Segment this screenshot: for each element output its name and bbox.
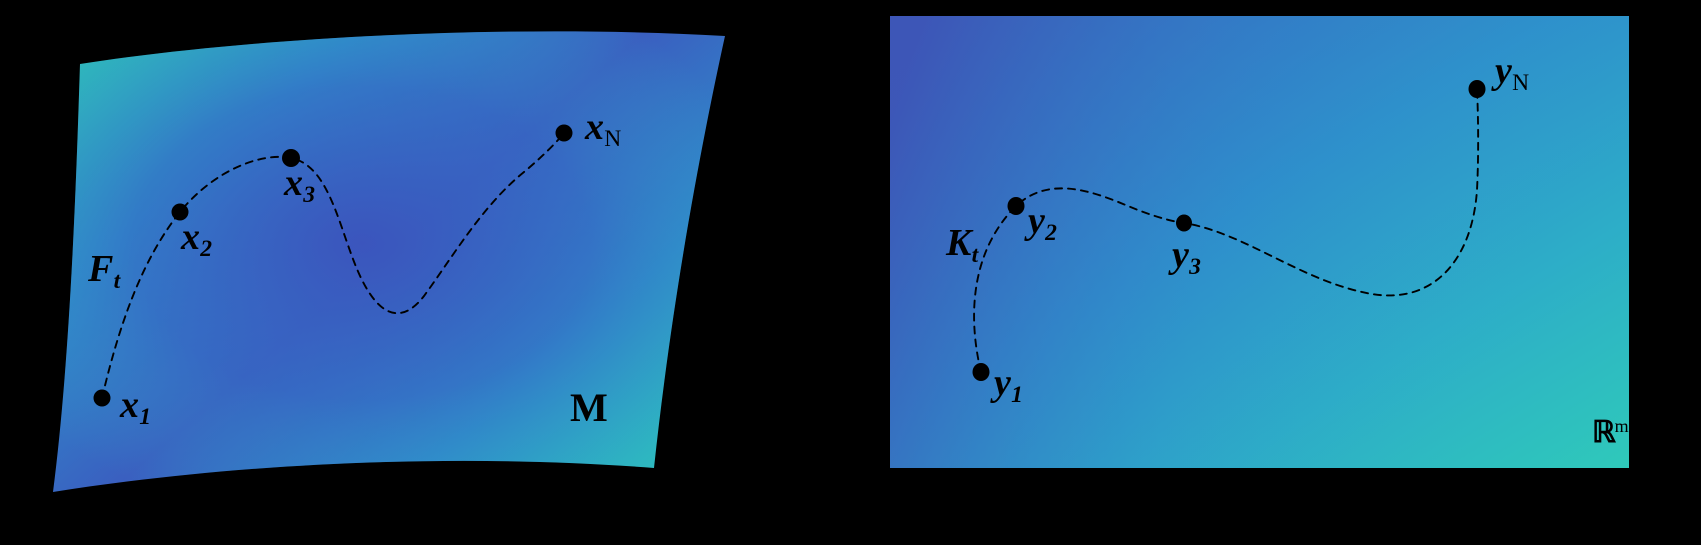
label-yN-subscript: N xyxy=(1512,70,1530,97)
euclidean-trajectory-curve xyxy=(973,88,1480,373)
label-y3-subscript: 3 xyxy=(1189,254,1201,281)
label-y1: y1 xyxy=(994,362,1023,407)
label-x3-subscript: 3 xyxy=(303,182,316,209)
point-marker-yN xyxy=(1468,80,1486,98)
euclidean-point-markers xyxy=(972,80,1486,381)
label-x1-subscript: 1 xyxy=(139,404,152,431)
label-x3-base: x xyxy=(284,162,303,204)
label-x2-base: x xyxy=(181,216,200,258)
label-x2: x2 xyxy=(181,216,212,261)
label-y1-base: y xyxy=(994,362,1011,404)
label-xN: xN xyxy=(585,106,621,151)
euclidean-surface-group xyxy=(890,16,1629,468)
manifold-surface-group xyxy=(53,31,725,493)
label-euclidean-base: ℝ xyxy=(1592,416,1616,449)
point-marker-x1 xyxy=(93,389,111,407)
label-y2-subscript: 2 xyxy=(1045,220,1057,247)
label-K-subscript: t xyxy=(971,242,979,269)
manifold-surface-shading xyxy=(53,31,725,493)
point-marker-y1 xyxy=(972,363,990,381)
manifold-trajectory-curve xyxy=(101,132,565,399)
label-x3: x3 xyxy=(284,162,315,207)
point-marker-y3 xyxy=(1176,214,1192,232)
point-marker-xN xyxy=(555,124,573,142)
label-F-subscript: t xyxy=(113,268,121,295)
point-marker-y2 xyxy=(1007,197,1025,215)
point-marker-x3 xyxy=(282,149,300,167)
label-x2-subscript: 2 xyxy=(200,236,213,263)
label-K-t: Kt xyxy=(946,222,978,267)
label-x1: x1 xyxy=(120,384,151,429)
label-xN-base: x xyxy=(585,106,604,148)
label-x1-base: x xyxy=(120,384,139,426)
label-yN: yN xyxy=(1495,50,1529,95)
manifold-point-markers xyxy=(93,124,573,407)
label-xN-subscript: N xyxy=(604,126,622,153)
euclidean-surface-shading xyxy=(890,16,1629,468)
label-y3: y3 xyxy=(1172,234,1201,279)
label-y3-base: y xyxy=(1172,234,1189,276)
label-K-base: K xyxy=(946,222,972,264)
label-F-t: Ft xyxy=(88,248,120,293)
label-F-base: F xyxy=(88,248,114,290)
label-manifold-M: M xyxy=(570,385,608,430)
label-y1-subscript: 1 xyxy=(1011,382,1023,409)
label-euclidean-superscript: m xyxy=(1614,416,1629,437)
label-yN-base: y xyxy=(1495,50,1512,92)
label-euclidean-space: ℝm xyxy=(1592,416,1629,449)
label-y2-base: y xyxy=(1028,200,1045,242)
point-marker-x2 xyxy=(171,203,189,221)
label-y2: y2 xyxy=(1028,200,1057,245)
